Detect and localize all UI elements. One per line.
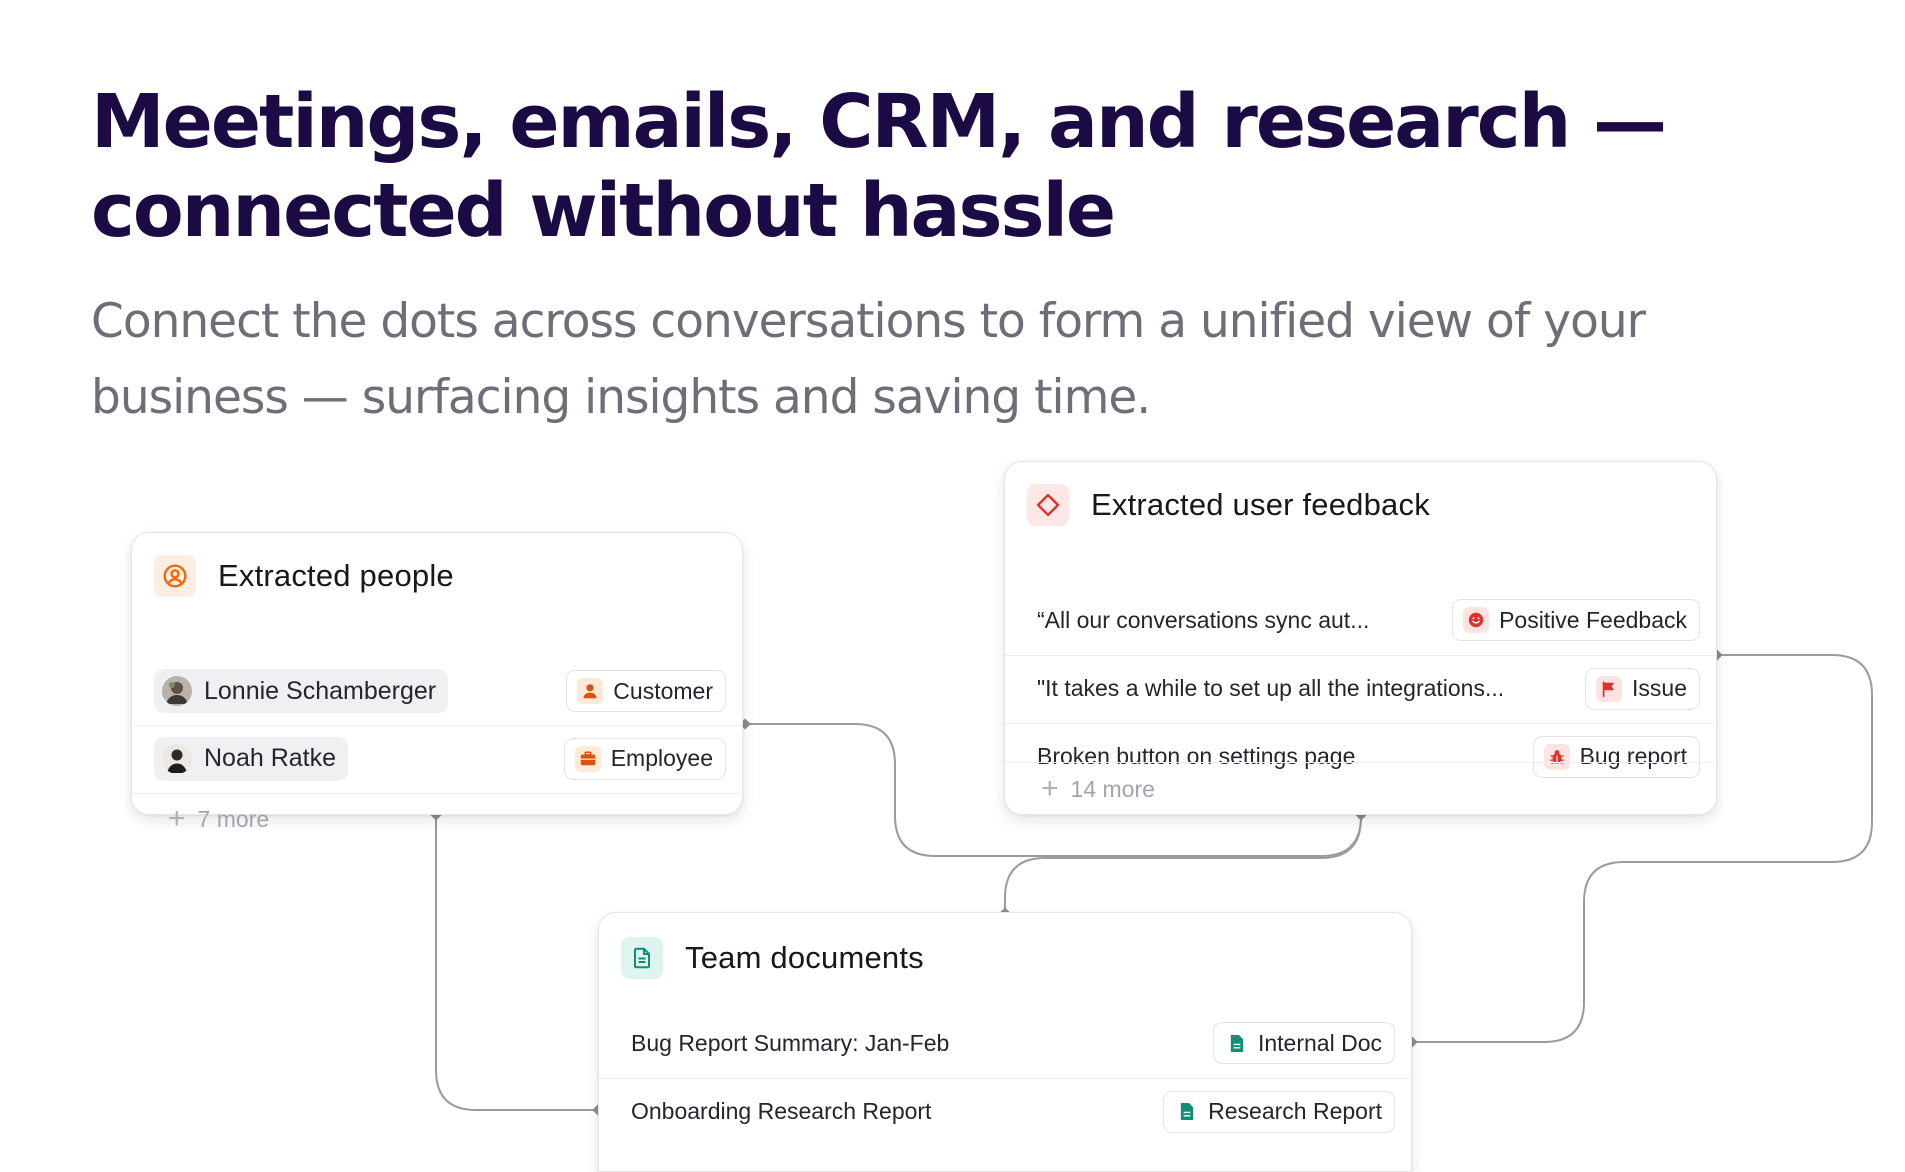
person-icon bbox=[577, 678, 604, 704]
connector-people-to-documents bbox=[435, 815, 598, 1111]
page-subtitle-line-1: Connect the dots across conversations to… bbox=[91, 294, 1646, 349]
feedback-text: "It takes a while to set up all the inte… bbox=[1037, 675, 1505, 701]
extracted-people-card: Extracted people Lonnie Schamberger bbox=[131, 532, 743, 834]
tag-label: Employee bbox=[610, 745, 713, 771]
positive-feedback-tag[interactable]: Positive Feedback bbox=[1452, 599, 1700, 641]
plus-icon: + bbox=[168, 802, 186, 835]
more-count: 7 more bbox=[197, 805, 270, 832]
avatar bbox=[162, 676, 192, 706]
extracted-feedback-header: Extracted user feedback bbox=[1027, 484, 1430, 526]
tag-label: Research Report bbox=[1208, 1098, 1382, 1124]
list-item[interactable]: "It takes a while to set up all the inte… bbox=[1005, 655, 1716, 721]
person-chip[interactable]: Lonnie Schamberger bbox=[154, 669, 449, 713]
tag-label: Customer bbox=[613, 677, 713, 704]
user-circle-icon bbox=[154, 555, 196, 597]
connector-feedback-to-documents bbox=[1004, 817, 1362, 913]
internal-doc-tag[interactable]: Internal Doc bbox=[1212, 1022, 1395, 1064]
employee-tag[interactable]: Employee bbox=[563, 737, 726, 780]
flag-icon bbox=[1596, 675, 1623, 702]
page-title-line-1: Meetings, emails, CRM, and research — bbox=[91, 79, 1667, 165]
document-icon bbox=[621, 937, 663, 979]
person-name: Lonnie Schamberger bbox=[204, 676, 437, 705]
show-more-people-button[interactable]: + 7 more bbox=[132, 793, 742, 844]
research-report-tag[interactable]: Research Report bbox=[1163, 1090, 1395, 1133]
tag-label: Issue bbox=[1632, 675, 1687, 701]
page-subtitle: Connect the dots across conversations to… bbox=[91, 284, 1741, 436]
feedback-text: “All our conversations sync aut... bbox=[1037, 606, 1370, 633]
page-subtitle-line-2: business — surfacing insights and saving… bbox=[91, 370, 1151, 425]
tag-label: Internal Doc bbox=[1257, 1029, 1382, 1056]
tag-label: Positive Feedback bbox=[1499, 606, 1687, 633]
team-documents-card: Team documents Bug Report Summary: Jan-F… bbox=[598, 912, 1412, 1172]
document-icon bbox=[1223, 1030, 1250, 1056]
document-icon bbox=[1174, 1098, 1201, 1125]
list-item[interactable]: Onboarding Research Report Research Repo… bbox=[599, 1078, 1411, 1144]
show-more-feedback-button[interactable]: + 14 more bbox=[1005, 762, 1716, 815]
extracted-feedback-card: Extracted user feedback “All our convers… bbox=[1004, 461, 1717, 815]
card-title: Extracted people bbox=[218, 558, 454, 593]
smile-icon bbox=[1463, 607, 1490, 633]
team-documents-header: Team documents bbox=[621, 937, 924, 979]
plus-icon: + bbox=[1041, 772, 1059, 805]
more-count: 14 more bbox=[1070, 775, 1155, 802]
customer-tag[interactable]: Customer bbox=[566, 670, 726, 712]
list-item[interactable]: Lonnie Schamberger Customer bbox=[132, 658, 742, 724]
briefcase-icon bbox=[574, 745, 601, 772]
person-name: Noah Ratke bbox=[204, 744, 337, 772]
document-title: Bug Report Summary: Jan-Feb bbox=[631, 1029, 950, 1056]
person-chip[interactable]: Noah Ratke bbox=[154, 736, 349, 781]
page-title-line-2: connected without hassle bbox=[91, 168, 1116, 254]
issue-tag[interactable]: Issue bbox=[1585, 667, 1700, 710]
extracted-people-header: Extracted people bbox=[154, 555, 454, 597]
list-item[interactable]: “All our conversations sync aut... Posit… bbox=[1005, 587, 1716, 653]
list-item[interactable]: Noah Ratke Employee bbox=[132, 725, 742, 791]
diamond-icon bbox=[1027, 484, 1069, 526]
page-title: Meetings, emails, CRM, and research — co… bbox=[91, 78, 1691, 256]
list-item[interactable]: Bug Report Summary: Jan-Feb Internal Doc bbox=[599, 1010, 1411, 1076]
card-title: Extracted user feedback bbox=[1091, 487, 1430, 522]
card-title: Team documents bbox=[685, 940, 924, 975]
document-title: Onboarding Research Report bbox=[631, 1098, 932, 1124]
avatar bbox=[162, 743, 192, 774]
